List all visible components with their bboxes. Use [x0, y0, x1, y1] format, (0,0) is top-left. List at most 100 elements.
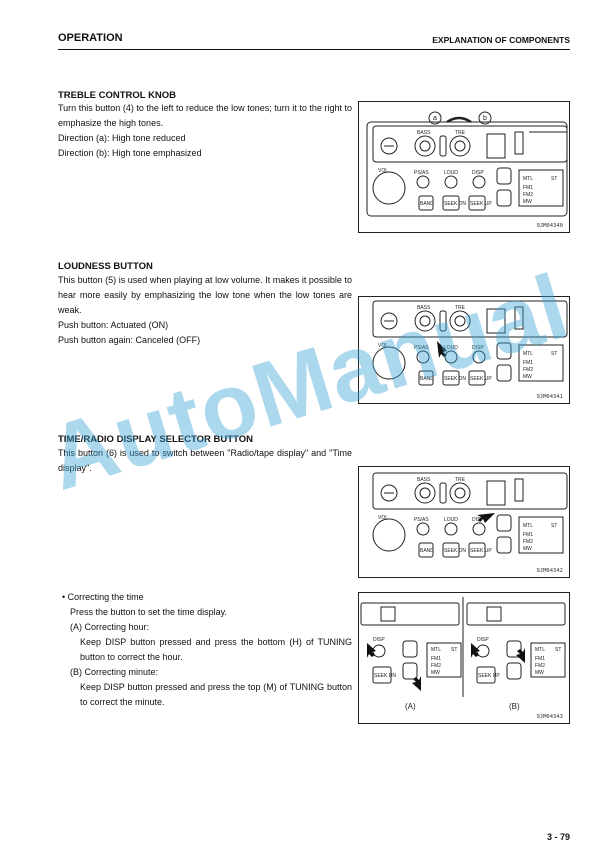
time-a-text: Keep DISP button pressed and press the b… [80, 637, 352, 662]
label-ps-as: PS/AS [414, 517, 429, 523]
figure-code: 9JM04343 [536, 714, 564, 720]
treble-figure: BASS TRE VOL PS/AS LOUD DISP BAND SEEK D… [358, 101, 570, 233]
label-mtl: MTL [431, 647, 441, 653]
label-mw: MW [535, 670, 544, 676]
display-figure: BASS TRE VOL PS/AS LOUD DISP BAND SEEK D… [358, 466, 570, 578]
figure-code: 9JM04340 [536, 223, 564, 229]
label-st: ST [551, 523, 557, 529]
loudness-line-3: Push button again: Canceled (OFF) [58, 335, 201, 345]
label-st: ST [551, 176, 557, 182]
loudness-section-title: LOUDNESS BUTTON [58, 261, 153, 272]
panel-b-label: (B) [509, 702, 520, 711]
page-number: 3 - 79 [546, 832, 570, 842]
label-mtl: MTL [523, 176, 533, 182]
label-fm1: FM1 [535, 656, 545, 662]
label-seek-dn: SEEK DN [374, 673, 396, 679]
arrow-icon [412, 676, 421, 691]
label-tre: TRE [455, 477, 466, 483]
loudness-figure: BASS TRE VOL PS/AS LOUD DISP BAND SEEK D… [358, 296, 570, 404]
label-bass: BASS [417, 305, 431, 311]
label-seek-dn: SEEK DN [444, 201, 466, 207]
label-ps-as: PS/AS [414, 170, 429, 176]
time-intro: Press the button to set the time display… [70, 607, 227, 617]
label-direction-a: a [433, 115, 437, 122]
label-ps-as: PS/AS [414, 345, 429, 351]
label-fm2: FM2 [431, 663, 441, 669]
arrow-icon [477, 513, 495, 523]
label-fm1: FM1 [431, 656, 441, 662]
time-figure: DISP MTL ST FM1 FM2 MW SEEK DN DISP MTL … [358, 592, 570, 724]
label-seek-dn: SEEK DN [444, 548, 466, 554]
label-seek-up: SEEK UP [470, 548, 492, 554]
label-fm1: FM1 [523, 185, 533, 191]
treble-section-title: TREBLE CONTROL KNOB [58, 90, 177, 101]
label-loud: LOUD [444, 170, 458, 176]
label-mtl: MTL [523, 523, 533, 529]
label-fm2: FM2 [523, 367, 533, 373]
time-bullet: • Correcting the time [62, 592, 144, 602]
loudness-description: This button (5) is used when playing at … [58, 273, 352, 348]
label-band: BAND [420, 376, 434, 382]
treble-description: Turn this button (4) to the left to redu… [58, 101, 352, 161]
header-chapter-title: EXPLANATION OF COMPONENTS [432, 35, 570, 45]
label-mw: MW [431, 670, 440, 676]
label-fm2: FM2 [535, 663, 545, 669]
label-band: BAND [420, 548, 434, 554]
label-fm2: FM2 [523, 539, 533, 545]
label-seek-up: SEEK UP [478, 673, 500, 679]
label-fm1: FM1 [523, 532, 533, 538]
label-disp: DISP [472, 170, 484, 176]
label-seek-up: SEEK UP [470, 376, 492, 382]
arrow-icon [471, 643, 480, 658]
display-section-title: TIME/RADIO DISPLAY SELECTOR BUTTON [58, 434, 253, 445]
display-description: This button (6) is used to switch betwee… [58, 446, 352, 476]
radio-closeup-illustration: DISP MTL ST FM1 FM2 MW SEEK DN DISP MTL … [360, 597, 566, 711]
label-vol: VOL [378, 515, 388, 521]
arrow-icon [437, 341, 447, 358]
figure-code: 9JM04341 [536, 394, 564, 400]
label-st: ST [551, 351, 557, 357]
label-mw: MW [523, 374, 532, 380]
panel-a-label: (A) [405, 702, 416, 711]
label-disp: DISP [477, 637, 489, 643]
header-divider [58, 49, 570, 50]
label-vol: VOL [378, 168, 388, 174]
arrow-icon [516, 648, 525, 663]
radio-illustration: BASS TRE VOL PS/AS LOUD DISP BAND SEEK D… [366, 111, 568, 217]
treble-line-3: Direction (b): High tone emphasized [58, 148, 202, 158]
display-line-1: This button (6) is used to switch betwee… [58, 448, 352, 473]
time-b-label: (B) Correcting minute: [70, 667, 159, 677]
figure-code: 9JM04342 [536, 568, 564, 574]
treble-line-2: Direction (a): High tone reduced [58, 133, 186, 143]
arrow-icon [367, 643, 376, 658]
label-mtl: MTL [535, 647, 545, 653]
label-seek-dn: SEEK DN [444, 376, 466, 382]
label-direction-b: b [483, 115, 487, 122]
label-st: ST [555, 647, 561, 653]
radio-illustration: BASS TRE VOL PS/AS LOUD DISP BAND SEEK D… [372, 472, 568, 558]
label-fm2: FM2 [523, 192, 533, 198]
label-st: ST [451, 647, 457, 653]
time-b-text: Keep DISP button pressed and press the t… [80, 682, 352, 707]
label-band: BAND [420, 201, 434, 207]
label-mtl: MTL [523, 351, 533, 357]
label-mw: MW [523, 546, 532, 552]
label-bass: BASS [417, 130, 431, 136]
label-tre: TRE [455, 130, 466, 136]
label-fm1: FM1 [523, 360, 533, 366]
time-correction-block: • Correcting the time Press the button t… [62, 590, 352, 710]
header-section-title: OPERATION [58, 32, 123, 44]
radio-illustration: BASS TRE VOL PS/AS LOUD DISP BAND SEEK D… [372, 300, 568, 386]
label-bass: BASS [417, 477, 431, 483]
label-disp: DISP [373, 637, 385, 643]
label-loud: LOUD [444, 345, 458, 351]
label-vol: VOL [378, 343, 388, 349]
label-tre: TRE [455, 305, 466, 311]
treble-line-1: Turn this button (4) to the left to redu… [58, 103, 352, 128]
loudness-line-1: This button (5) is used when playing at … [58, 275, 352, 315]
label-disp: DISP [472, 517, 484, 523]
loudness-line-2: Push button: Actuated (ON) [58, 320, 169, 330]
label-loud: LOUD [444, 517, 458, 523]
label-seek-up: SEEK UP [470, 201, 492, 207]
time-a-label: (A) Correcting hour: [70, 622, 150, 632]
